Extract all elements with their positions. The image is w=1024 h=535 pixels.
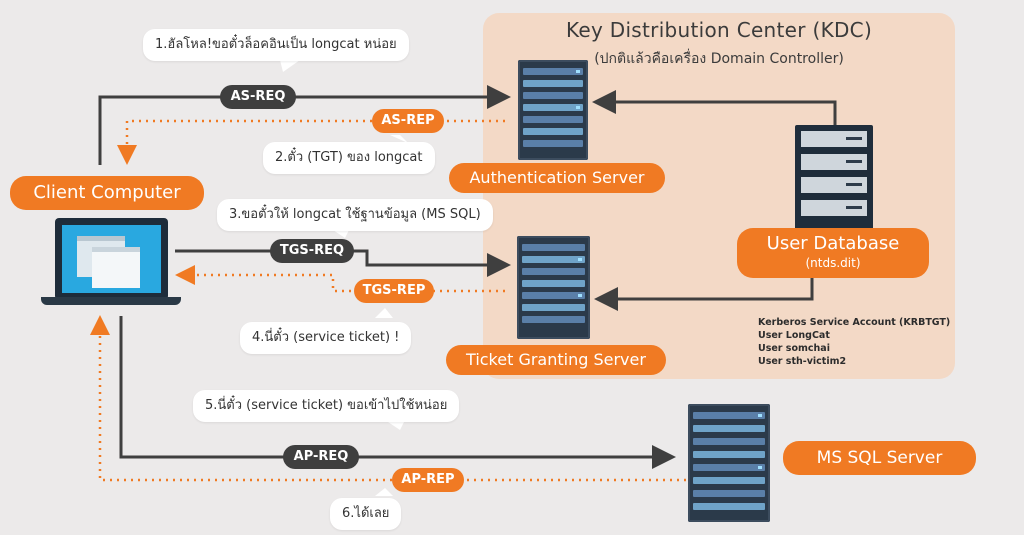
accounts-list: Kerberos Service Account (KRBTGT) User L… (758, 316, 950, 368)
user-database-label: User Database (ntds.dit) (737, 228, 929, 278)
account-item: User somchai (758, 343, 830, 354)
as-req-pill: AS-REQ (220, 85, 296, 109)
step3-bubble: 3.ขอตั๋วให้ longcat ใช้ฐานข้อมูล (MS SQL… (217, 199, 493, 231)
auth-server-rack-icon (518, 60, 588, 160)
step6-bubble: 6.ได้เลย (330, 498, 402, 530)
client-computer-label: Client Computer (10, 176, 204, 210)
account-item: Kerberos Service Account (KRBTGT) (758, 317, 951, 328)
as-rep-pill: AS-REP (372, 109, 444, 133)
bubble-tail-step4 (375, 308, 393, 318)
step1-bubble: 1.ฮัลโหล!ขอตั๋วล็อคอินเป็น longcat หน่อย (143, 29, 409, 61)
ms-sql-rack-icon (688, 404, 770, 522)
ms-sql-label: MS SQL Server (783, 441, 976, 475)
tgs-label: Ticket Granting Server (446, 345, 666, 375)
tgs-rack-icon (517, 236, 590, 339)
db-to-auth-line (592, 90, 837, 125)
tgs-req-pill: TGS-REQ (270, 239, 354, 263)
kdc-title: Key Distribution Center (KDC) (565, 18, 873, 42)
step5-bubble: 5.นี่ตั๋ว (service ticket) ขอเข้าไปใช้หน… (193, 390, 460, 422)
db-to-tgs-line (594, 274, 814, 311)
window-icon (92, 247, 140, 288)
bubble-tail-step6 (375, 488, 393, 496)
auth-server-label: Authentication Server (449, 163, 665, 193)
kdc-subtitle: (ปกติแล้วคือเครื่อง Domain Controller) (594, 51, 844, 67)
bubble-tail-step2 (390, 135, 408, 143)
database-icon (795, 125, 873, 230)
account-item: User sth-victim2 (758, 356, 847, 367)
ap-rep-pill: AP-REP (392, 468, 464, 492)
tgs-rep-pill: TGS-REP (354, 279, 434, 303)
ap-req-line (119, 316, 676, 469)
user-database-title: User Database (766, 233, 900, 254)
account-item: User LongCat (758, 330, 830, 341)
step2-bubble: 2.ตั๋ว (TGT) ของ longcat (263, 142, 435, 174)
step4-bubble: 4.นี่ตั๋ว (service ticket) ! (240, 322, 412, 354)
as-req-line (98, 85, 511, 165)
laptop-base (41, 297, 181, 305)
user-database-file: (ntds.dit) (805, 256, 861, 270)
bubble-tail-step5 (385, 420, 405, 430)
bubble-tail-step1 (280, 60, 300, 72)
tgs-rep-line (175, 265, 505, 293)
ap-req-pill: AP-REQ (283, 445, 359, 469)
